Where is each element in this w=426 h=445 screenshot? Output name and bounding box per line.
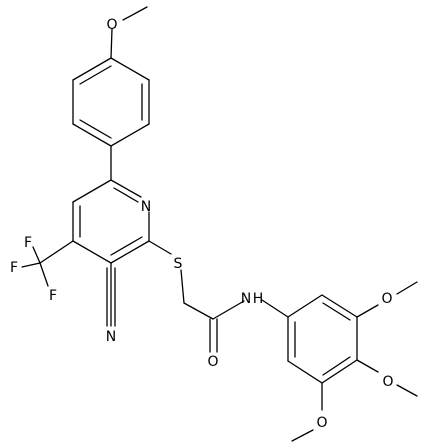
bond [110,236,143,256]
atom-label-n: N [241,291,251,307]
bond [72,179,112,203]
bond [110,179,142,198]
bond [110,123,150,147]
atom-label-n: N [106,329,116,345]
bond [113,187,139,203]
atom-label-s: S [174,256,183,272]
bond [39,240,74,264]
atom-label-f: F [49,288,57,304]
bond [291,429,314,442]
bond-layer [21,6,418,442]
bond [183,302,214,320]
bond [110,28,113,59]
atom-label-h: H [253,291,264,307]
bond [322,302,351,321]
atom-label-o: O [207,354,218,370]
bond [72,240,112,264]
bond [356,304,379,318]
bond [287,360,323,384]
bond [148,240,172,255]
bond [356,359,379,373]
bond [110,57,150,81]
atom-label-n: N [141,199,151,215]
atom-label-layer: O N S F F F N N H O O O O [10,17,394,431]
atom-label-f: F [24,235,32,251]
bond [396,384,418,397]
atom-label-o: O [381,291,392,307]
bond [322,356,351,376]
bond [21,262,41,268]
atom-label-o: O [106,17,117,33]
bond [287,294,323,318]
bond [39,262,49,287]
atom-label-o: O [382,374,393,390]
atom-label-o: O [316,415,327,431]
bond [72,57,112,81]
atom-label-f: F [10,260,18,276]
bond [321,294,358,318]
bond [261,299,289,318]
bond [79,65,112,85]
bond [72,123,112,147]
bond [32,246,41,264]
bond [180,269,185,304]
bond [321,359,358,384]
bond [212,300,245,320]
bond [79,119,112,139]
bond [396,281,418,295]
bond [110,240,150,264]
bond [122,6,148,21]
